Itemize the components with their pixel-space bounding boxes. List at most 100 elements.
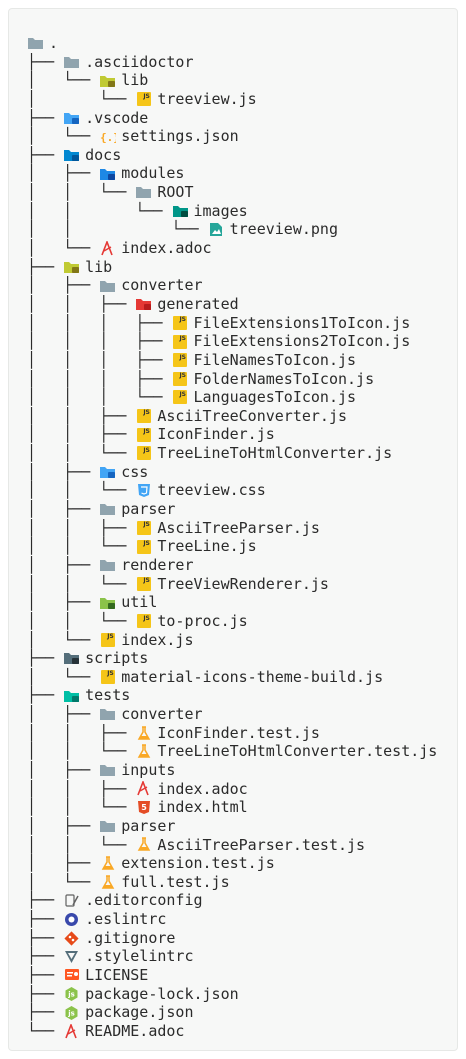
file-name: package-lock.json (85, 984, 239, 1003)
tree-folder-row[interactable]: │ ├── renderer (27, 556, 437, 575)
folder-name: generated (157, 294, 239, 313)
editorconfig-icon (63, 893, 80, 908)
tree-file-row[interactable]: │ └── full.test.js (27, 873, 437, 892)
tree-file-row[interactable]: │ │ └── AsciiTreeParser.test.js (27, 836, 437, 855)
tree-file-row[interactable]: │ └── {.}settings.json (27, 127, 437, 146)
folder-name: docs (85, 145, 122, 164)
file-name: TreeLineToHtmlConverter.test.js (157, 742, 438, 761)
tree-guide-lines: │ ├── (27, 760, 100, 779)
file-name: README.adoc (85, 1021, 185, 1040)
tree-file-row[interactable]: ├── LICENSE (27, 966, 437, 985)
js-icon: JS (172, 334, 189, 349)
tree-file-row[interactable]: ├── .editorconfig (27, 891, 437, 910)
tree-file-row[interactable]: │ │ └── treeview.png (27, 220, 437, 239)
tree-guide-lines: │ │ ├── (27, 723, 136, 742)
tree-file-row[interactable]: ├── .stylelintrc (27, 947, 437, 966)
tree-folder-row[interactable]: ├── scripts (27, 649, 437, 668)
tree-file-row[interactable]: │ │ ├── IconFinder.test.js (27, 724, 437, 743)
folder-generated-icon (135, 297, 152, 312)
tree-guide-lines: ├── (27, 649, 64, 668)
tree-folder-row[interactable]: │ │ └── ROOT (27, 183, 437, 202)
folder-name: modules (121, 164, 185, 183)
tree-guide-lines: │ │ ├── (27, 518, 136, 537)
file-name: material-icons-theme-build.js (121, 667, 384, 686)
tree-folder-row[interactable]: │ │ ├── generated (27, 295, 437, 314)
folder-lib-icon (63, 260, 80, 275)
tree-file-row[interactable]: │ │ └── TreeLineToHtmlConverter.test.js (27, 742, 437, 761)
tree-folder-row[interactable]: ├── docs (27, 146, 437, 165)
file-name: index.html (157, 798, 248, 817)
tree-root[interactable]: . (27, 34, 437, 53)
tree-file-row[interactable]: ├── .gitignore (27, 929, 437, 948)
test-icon (99, 856, 116, 871)
js-icon: JS (135, 92, 152, 107)
tree-folder-row[interactable]: │ └── lib (27, 71, 437, 90)
file-name: LICENSE (85, 966, 149, 985)
tree-folder-row[interactable]: │ ├── util (27, 593, 437, 612)
tree-file-row[interactable]: │ │ ├── index.adoc (27, 780, 437, 799)
tree-folder-row[interactable]: │ ├── converter (27, 705, 437, 724)
folder-modules-icon (99, 166, 116, 181)
folder-vscode-icon (63, 110, 80, 125)
folder-name: tests (85, 686, 131, 705)
tree-folder-row[interactable]: │ ├── converter (27, 276, 437, 295)
tree-folder-row[interactable]: ├── tests (27, 686, 437, 705)
tree-folder-row[interactable]: │ ├── modules (27, 164, 437, 183)
tree-guide-lines: │ │ └── (27, 611, 136, 630)
folder-name: scripts (85, 649, 149, 668)
tree-folder-row[interactable]: ├── lib (27, 258, 437, 277)
tree-folder-row[interactable]: │ ├── parser (27, 817, 437, 836)
tree-file-row[interactable]: └── README.adoc (27, 1022, 437, 1041)
folder-gray-icon (99, 558, 116, 573)
folder-gray-icon (63, 54, 80, 69)
tree-folder-row[interactable]: │ ├── css (27, 463, 437, 482)
file-name: package.json (85, 1003, 194, 1022)
file-name: FileExtensions1ToIcon.js (193, 313, 411, 332)
license-icon (63, 968, 80, 983)
tree-file-row[interactable]: │ ├── extension.test.js (27, 854, 437, 873)
tree-folder-row[interactable]: │ ├── inputs (27, 761, 437, 780)
css-icon (135, 483, 152, 498)
tree-file-row[interactable]: │ │ └── treeview.css (27, 481, 437, 500)
tree-file-row[interactable]: ├── .eslintrc (27, 910, 437, 929)
tree-guide-lines: │ │ ├── (27, 294, 136, 313)
js-icon: JS (135, 409, 152, 424)
js-icon: JS (99, 670, 116, 685)
tree-guide-lines: │ ├── (27, 705, 100, 724)
tree-folder-row[interactable]: │ │ └── images (27, 202, 437, 221)
tree-guide-lines: │ │ │ ├── (27, 369, 172, 388)
file-name: treeview.js (157, 89, 257, 108)
file-name: full.test.js (121, 872, 230, 891)
file-name: settings.json (121, 127, 239, 146)
tree-guide-lines: │ │ ├── (27, 779, 136, 798)
file-name: .editorconfig (85, 891, 203, 910)
tree-folder-row[interactable]: ├── .asciidoctor (27, 53, 437, 72)
tree-root-label: . (49, 34, 59, 52)
svg-text:{.}: {.} (100, 131, 116, 144)
nodejs-icon: js (63, 1005, 80, 1021)
tree-guide-lines: ├── (27, 891, 64, 910)
tree-file-row[interactable]: │ └── index.adoc (27, 239, 437, 258)
tree-folder-row[interactable]: │ ├── parser (27, 500, 437, 519)
tree-guide-lines: ├── (27, 947, 64, 966)
js-icon: JS (172, 353, 189, 368)
tree-folder-row[interactable]: ├── .vscode (27, 109, 437, 128)
